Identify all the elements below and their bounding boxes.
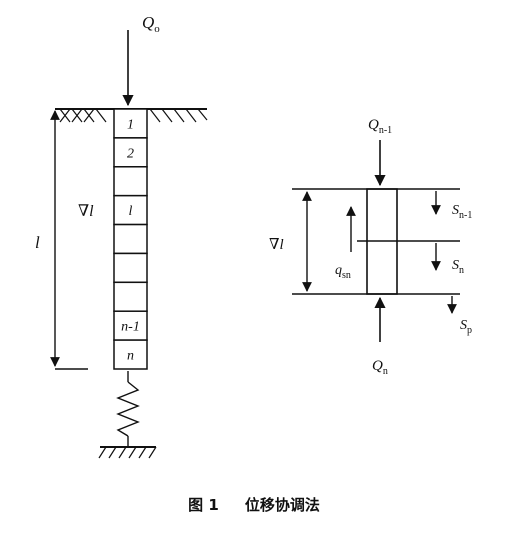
figure-number: 图 1	[188, 496, 219, 514]
q-top-label: Qn-1	[368, 117, 392, 136]
left-delta-label: ∇l	[78, 203, 94, 220]
right-delta-label: ∇l	[269, 237, 284, 253]
spring-icon	[116, 381, 140, 437]
pile-segment-label: n-1	[121, 320, 140, 335]
pile-segment	[113, 223, 148, 255]
pile-segments: 1 2 l n-1 n	[113, 108, 148, 370]
q-bottom-label: Qn	[372, 358, 388, 377]
pile-segment-label: 1	[127, 117, 134, 132]
s-mid-label: Sn	[452, 258, 464, 276]
pile-segment-label: n	[127, 349, 134, 364]
base-hatch	[98, 446, 157, 459]
left-pile-diagram: Qo 1 2 l n-1 n l ∇l	[35, 13, 208, 459]
top-load-label: Qo	[142, 13, 160, 35]
pile-segment-label: l	[129, 204, 133, 219]
ground-hatch	[59, 108, 208, 123]
shaft-force-label: qsn	[335, 263, 351, 281]
pile-segment	[113, 194, 148, 226]
length-label: l	[35, 233, 40, 252]
s-top-label: Sn-1	[452, 203, 472, 221]
pile-segment	[113, 166, 148, 197]
s-tip-label: Sp	[460, 318, 472, 336]
pile-segment	[113, 252, 148, 284]
figure-title: 位移协调法	[244, 496, 320, 514]
pile-segment	[113, 137, 148, 168]
pile-segment	[113, 310, 148, 341]
pile-segment	[113, 339, 148, 370]
figure-caption: 图 1 位移协调法	[0, 494, 508, 515]
right-element-diagram: Qn-1 Qn ∇l qsn Sn-1 Sn	[269, 117, 472, 377]
pile-segment	[113, 281, 148, 312]
pile-segment-label: 2	[127, 146, 134, 161]
